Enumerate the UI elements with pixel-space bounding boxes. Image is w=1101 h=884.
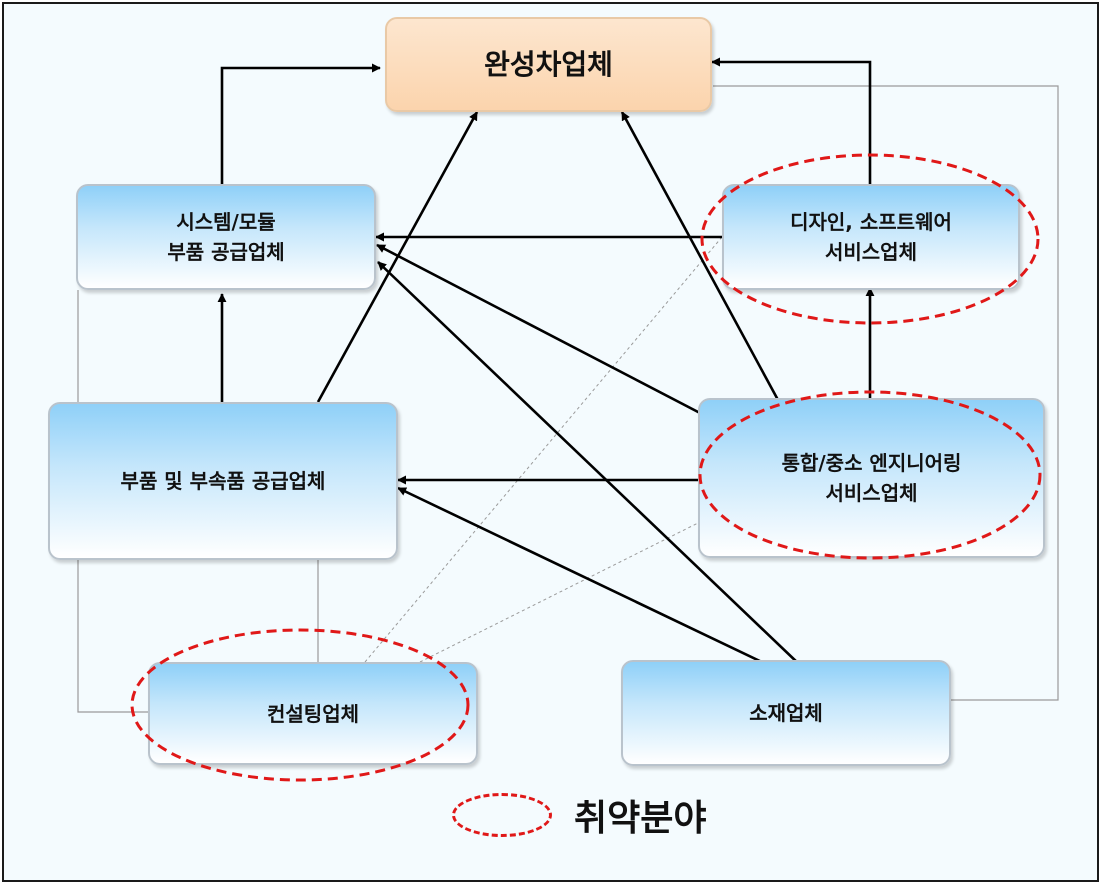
node-consulting: 컨설팅업체 bbox=[148, 662, 478, 765]
legend-label: 취약분야 bbox=[574, 798, 707, 839]
node-design-software-service: 디자인, 소프트웨어 서비스업체 bbox=[722, 184, 1020, 290]
node-integrated-engineering-service-label: 통합/중소 엔지니어링 서비스업체 bbox=[781, 451, 962, 505]
node-oem: 완성차업체 bbox=[385, 17, 712, 112]
connector-consulting-engineering bbox=[419, 521, 701, 663]
connector-oem-materials bbox=[713, 85, 1059, 701]
node-consulting-label: 컨설팅업체 bbox=[267, 701, 359, 726]
node-integrated-engineering-service: 통합/중소 엔지니어링 서비스업체 bbox=[698, 398, 1045, 558]
connector-consulting-design bbox=[364, 236, 723, 663]
node-system-module-supplier: 시스템/모듈 부품 공급업체 bbox=[76, 184, 376, 290]
weak-area-ellipse-design bbox=[700, 153, 1040, 325]
node-materials-label: 소재업체 bbox=[749, 701, 823, 725]
arrow-design-to-oem bbox=[711, 57, 872, 184]
weak-area-ellipse-consulting bbox=[130, 628, 470, 782]
node-system-module-supplier-label: 시스템/모듈 부품 공급업체 bbox=[167, 210, 285, 264]
arrow-materials-to-parts bbox=[397, 486, 769, 667]
node-materials: 소재업체 bbox=[621, 660, 951, 766]
arrow-engineering-to-system bbox=[376, 243, 701, 415]
node-design-software-service-label: 디자인, 소프트웨어 서비스업체 bbox=[790, 210, 952, 264]
weak-area-ellipse-engineering bbox=[698, 390, 1042, 560]
node-parts-supplier: 부품 및 부속품 공급업체 bbox=[48, 402, 398, 560]
node-oem-label: 완성차업체 bbox=[484, 47, 613, 81]
legend-dashed-ellipse-icon bbox=[452, 793, 552, 837]
arrow-system-to-oem bbox=[220, 63, 381, 184]
arrow-engineering-to-oem bbox=[620, 111, 780, 401]
node-parts-supplier-label: 부품 및 부속품 공급업체 bbox=[120, 469, 326, 493]
arrow-materials-to-system bbox=[377, 261, 801, 666]
legend: 취약분야 bbox=[452, 790, 706, 840]
